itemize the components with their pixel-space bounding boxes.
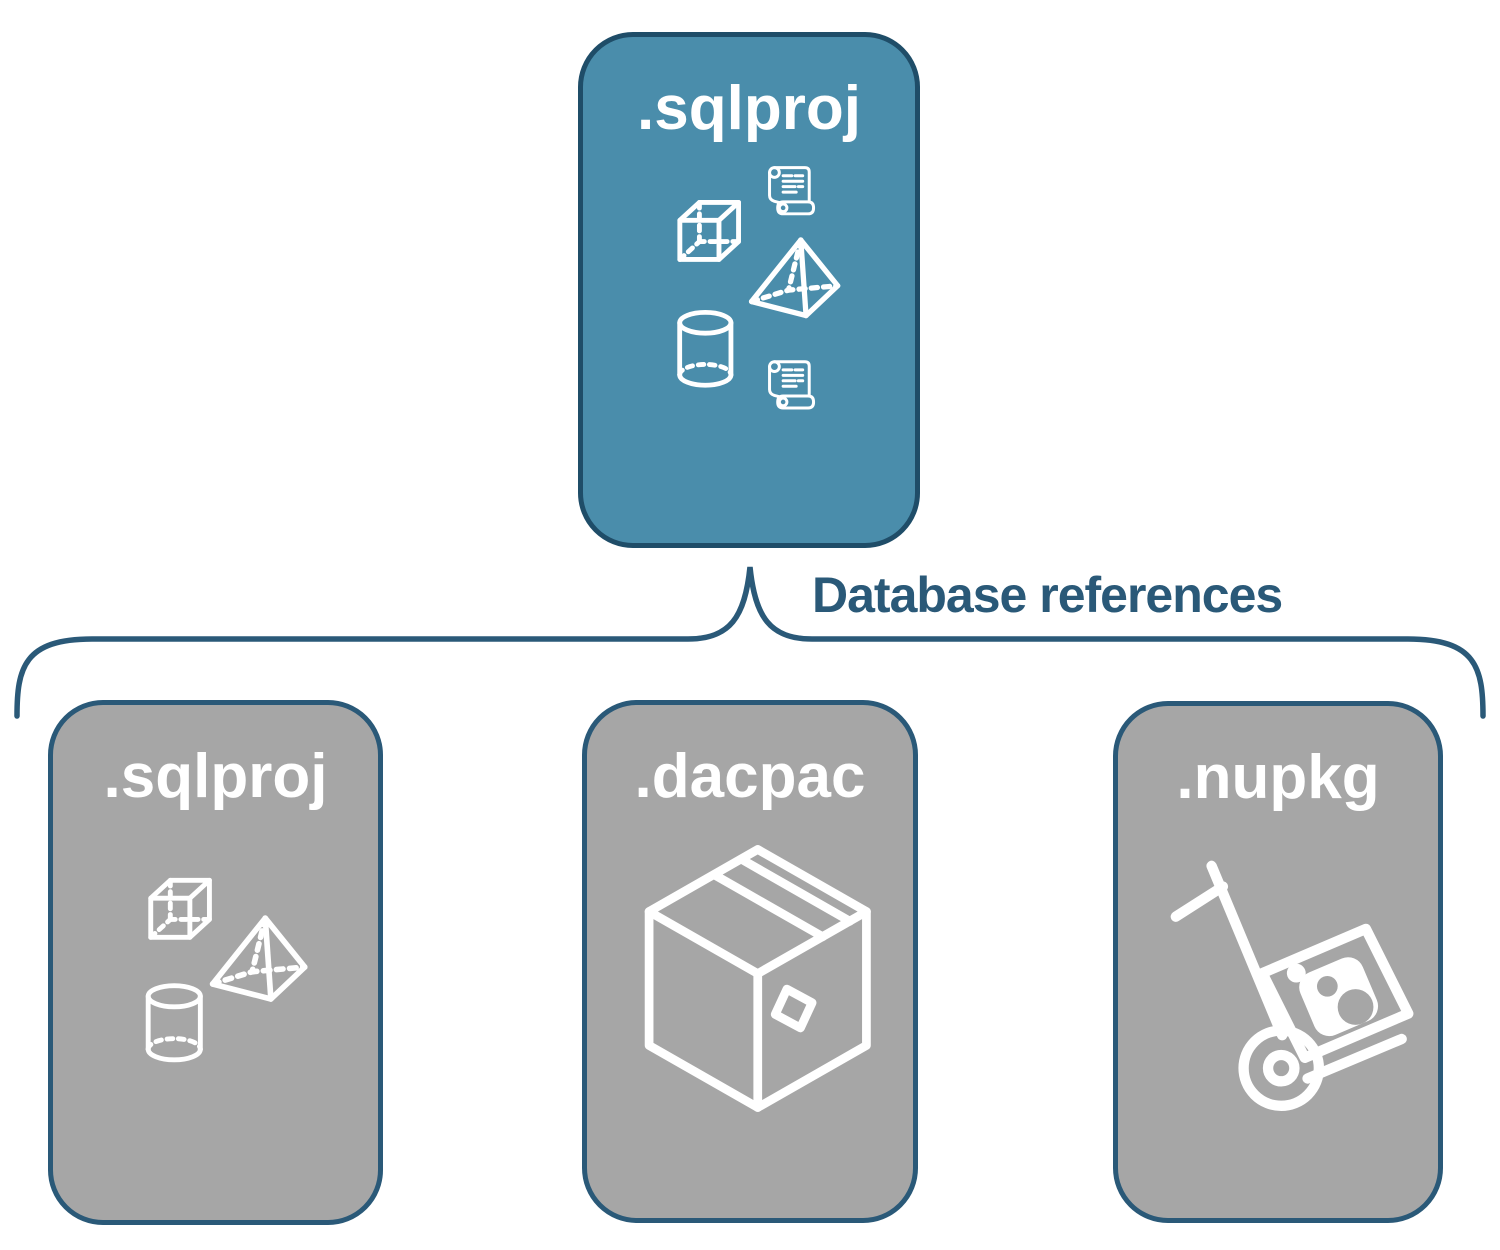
connector-label: Database references	[812, 567, 1283, 623]
node-child-title: .nupkg	[1176, 743, 1380, 812]
pyramid-icon	[752, 240, 838, 316]
pyramid-icon	[213, 918, 305, 999]
hand-truck-nuget-icon	[1176, 866, 1408, 1106]
cylinder-icon	[148, 986, 200, 1060]
cube-icon	[151, 880, 210, 937]
script-scroll-icon	[768, 166, 816, 216]
node-root-sqlproj: .sqlproj	[578, 32, 920, 548]
sql-object-icons	[583, 166, 915, 410]
script-scroll-icon	[768, 360, 816, 410]
node-child-dacpac: .dacpac	[582, 700, 918, 1223]
package-icons	[587, 705, 913, 1218]
cube-icon	[680, 202, 739, 259]
node-child-title: .sqlproj	[103, 742, 328, 811]
node-child-title: .dacpac	[634, 742, 866, 811]
node-child-nupkg: .nupkg	[1113, 701, 1443, 1223]
cylinder-icon	[680, 312, 731, 385]
node-child-sqlproj: .sqlproj	[48, 700, 383, 1225]
node-root-title: .sqlproj	[637, 74, 861, 143]
sql-object-icons	[53, 705, 378, 1220]
nuget-icons	[1118, 706, 1438, 1218]
package-box-icon	[649, 849, 866, 1107]
